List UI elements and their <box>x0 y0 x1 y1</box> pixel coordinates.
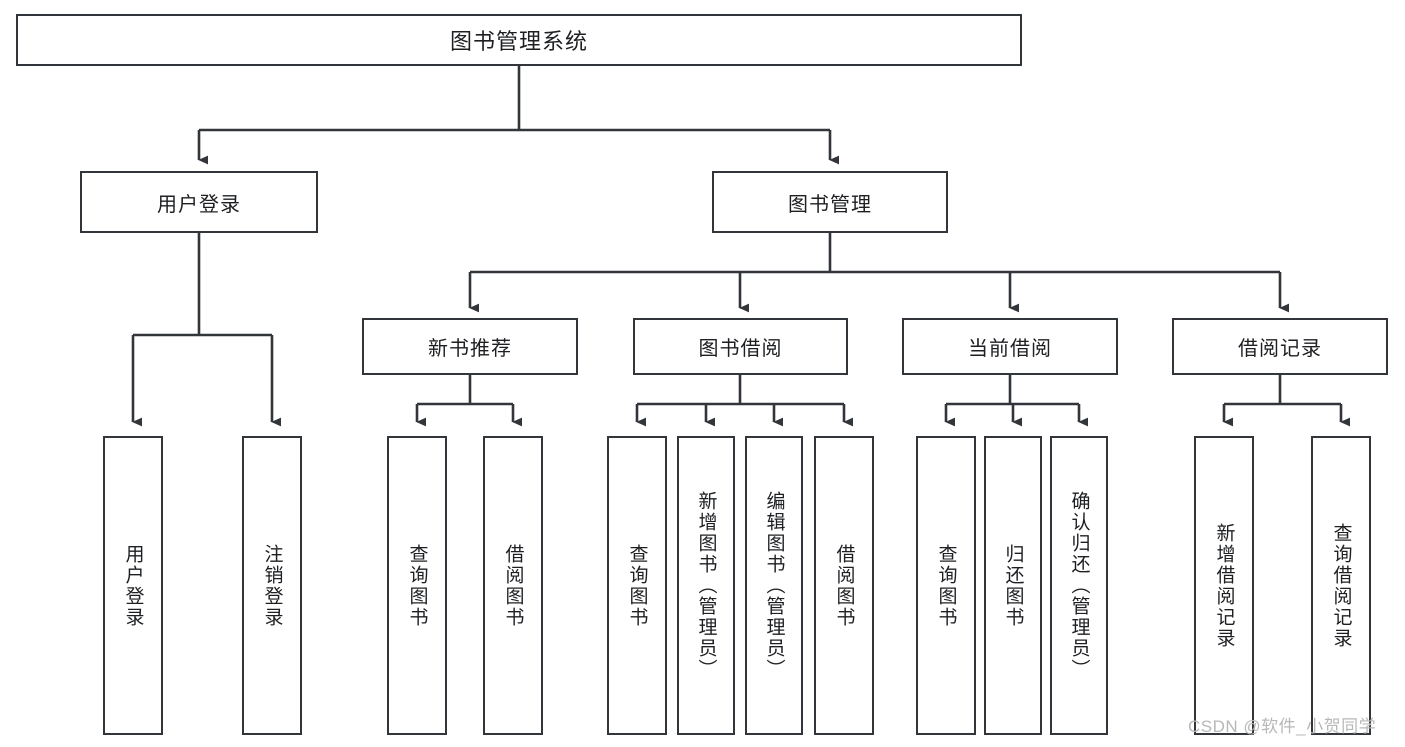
leaf-query-book-current-label: 查询图书 <box>935 543 957 628</box>
leaf-borrow-book[interactable]: 借阅图书 <box>814 436 874 735</box>
node-current-borrow[interactable]: 当前借阅 <box>902 318 1118 375</box>
leaf-confirm-return-admin-label: 确认归还（管理员） <box>1068 491 1090 680</box>
leaf-add-borrow-record-label: 新增借阅记录 <box>1213 522 1235 649</box>
leaf-query-book-recommend[interactable]: 查询图书 <box>387 436 447 735</box>
leaf-query-book-borrow-label: 查询图书 <box>626 543 648 628</box>
leaf-borrow-book-recommend[interactable]: 借阅图书 <box>483 436 543 735</box>
leaf-return-book[interactable]: 归还图书 <box>984 436 1042 735</box>
csdn-watermark: CSDN @软件_小贺同学 <box>1188 717 1377 736</box>
leaf-query-borrow-record-label: 查询借阅记录 <box>1330 522 1352 649</box>
node-book-borrow[interactable]: 图书借阅 <box>633 318 848 375</box>
leaf-edit-book-admin[interactable]: 编辑图书（管理员） <box>745 436 803 735</box>
leaf-query-book-borrow[interactable]: 查询图书 <box>607 436 667 735</box>
leaf-add-book-admin-label: 新增图书（管理员） <box>695 491 717 680</box>
leaf-add-borrow-record[interactable]: 新增借阅记录 <box>1194 436 1254 735</box>
node-new-book-recommend-label: 新书推荐 <box>428 338 512 360</box>
node-user-login[interactable]: 用户登录 <box>80 171 318 233</box>
leaf-add-book-admin[interactable]: 新增图书（管理员） <box>677 436 735 735</box>
node-book-management[interactable]: 图书管理 <box>712 171 948 233</box>
leaf-logout-label: 注销登录 <box>261 543 283 628</box>
leaf-confirm-return-admin[interactable]: 确认归还（管理员） <box>1050 436 1108 735</box>
leaf-user-login-label: 用户登录 <box>122 543 144 628</box>
leaf-query-borrow-record[interactable]: 查询借阅记录 <box>1311 436 1371 735</box>
node-borrow-record-label: 借阅记录 <box>1238 338 1322 360</box>
leaf-borrow-book-recommend-label: 借阅图书 <box>502 543 524 628</box>
leaf-query-book-current[interactable]: 查询图书 <box>916 436 976 735</box>
leaf-return-book-label: 归还图书 <box>1002 543 1024 628</box>
node-book-borrow-label: 图书借阅 <box>698 338 783 360</box>
node-user-login-label: 用户登录 <box>157 193 241 216</box>
node-borrow-record[interactable]: 借阅记录 <box>1172 318 1388 375</box>
node-current-borrow-label: 当前借阅 <box>968 338 1052 360</box>
leaf-edit-book-admin-label: 编辑图书（管理员） <box>763 491 785 680</box>
leaf-logout[interactable]: 注销登录 <box>242 436 302 735</box>
leaf-user-login[interactable]: 用户登录 <box>103 436 163 735</box>
node-book-management-label: 图书管理 <box>788 193 872 216</box>
node-root-label: 图书管理系统 <box>449 29 588 54</box>
node-root[interactable]: 图书管理系统 <box>16 14 1022 66</box>
leaf-query-book-recommend-label: 查询图书 <box>406 543 428 628</box>
leaf-borrow-book-label: 借阅图书 <box>833 543 855 628</box>
node-new-book-recommend[interactable]: 新书推荐 <box>362 318 578 375</box>
